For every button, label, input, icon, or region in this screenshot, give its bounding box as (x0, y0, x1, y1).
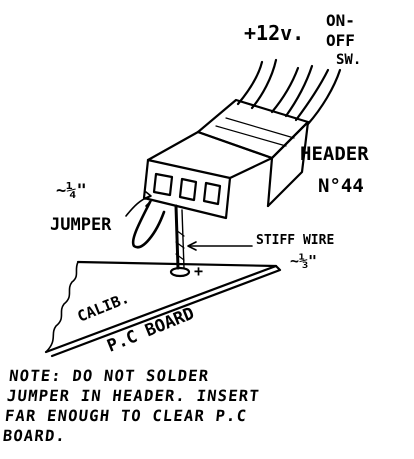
stiff-wire (174, 204, 180, 270)
label-stiff-wire: STIFF WIRE (256, 233, 334, 248)
wire-switch-b (294, 68, 330, 122)
label-jumper-size: ~¼" (56, 181, 87, 201)
label-switch-3: SW. (336, 52, 361, 68)
pc-board-broken-edge (45, 261, 79, 353)
label-stiff-wire-size: ~⅓" (290, 252, 317, 270)
label-switch-1: ON- (326, 11, 355, 30)
socket-2 (178, 177, 198, 202)
note-text: NOTE: DO NOT SOLDER JUMPER IN HEADER. INS… (2, 366, 410, 446)
wire-switch-a-edge (284, 64, 314, 118)
label-jumper: JUMPER (50, 215, 112, 235)
wire-12v-edge (250, 58, 278, 110)
note-line-3: FAR ENOUGH TO CLEAR P.C (4, 407, 249, 425)
header-face (142, 158, 232, 220)
label-switch-2: OFF (326, 31, 355, 50)
wire-switch-a (270, 66, 300, 114)
label-calib: CALIB. (75, 289, 132, 326)
jumper-wire (131, 200, 166, 249)
label-plus: + (194, 262, 203, 280)
label-power: +12v. (244, 21, 304, 45)
note-line-1: NOTE: DO NOT SOLDER (8, 367, 211, 385)
note-line-2: JUMPER IN HEADER. INSERT (6, 387, 261, 405)
header-body-front (196, 130, 274, 208)
label-header-number: N°44 (318, 175, 364, 197)
label-header: HEADER (300, 143, 369, 165)
wire-switch-b-edge (306, 68, 342, 126)
wire-12v (236, 60, 264, 106)
header-body-side (266, 120, 310, 208)
solder-pad (169, 266, 191, 278)
socket-1 (152, 172, 174, 197)
note-line-4: BOARD. (1, 427, 67, 445)
socket-3 (202, 181, 222, 206)
